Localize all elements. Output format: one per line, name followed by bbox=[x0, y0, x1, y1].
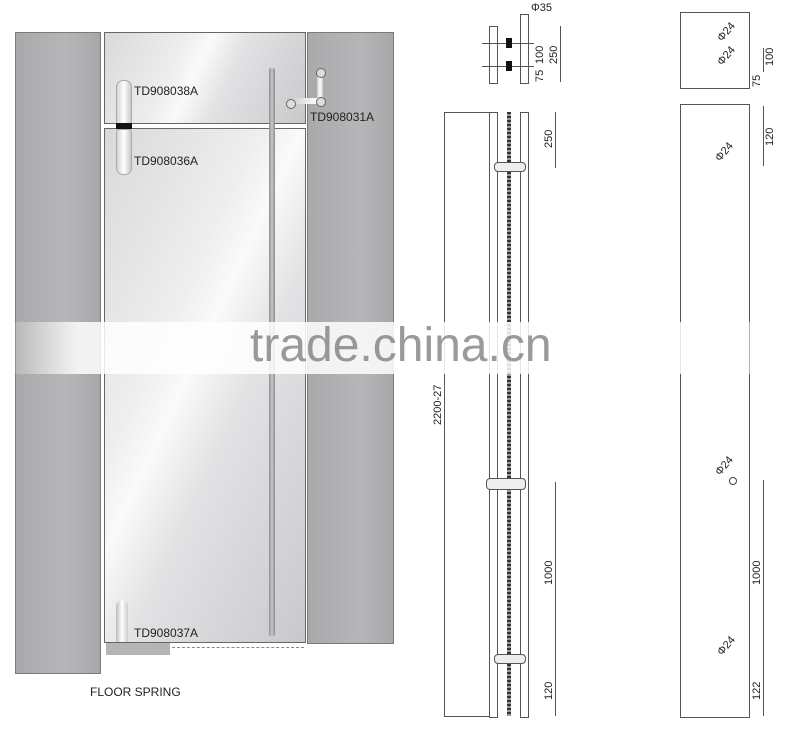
glass-edge-right bbox=[520, 112, 529, 718]
side-fitting-bar bbox=[317, 72, 323, 102]
overall-height-line bbox=[444, 112, 445, 716]
mount-bracket bbox=[494, 162, 526, 172]
hinge-clamp-icon bbox=[116, 123, 132, 129]
mid-hinge-icon bbox=[116, 129, 132, 175]
detail-clamp-icon bbox=[506, 61, 512, 71]
fitting-bolt-icon bbox=[286, 99, 296, 109]
detail-clamp-icon bbox=[506, 38, 512, 48]
top-offset-label: 250 bbox=[543, 129, 555, 148]
bottom-hole-offset-label: 122 bbox=[751, 681, 763, 700]
bottom-offset-label: 120 bbox=[543, 681, 555, 700]
dim-line bbox=[763, 480, 764, 658]
fitting-bolt-icon bbox=[316, 68, 326, 78]
door-leaf-panel bbox=[104, 128, 306, 643]
mount-bracket bbox=[494, 654, 526, 664]
watermark-text: trade.china.cn bbox=[250, 319, 552, 372]
top-hole-offset-label: 120 bbox=[764, 127, 776, 146]
dim-line bbox=[560, 26, 561, 82]
glass-edge-left bbox=[489, 112, 498, 718]
watermark-band bbox=[0, 322, 800, 374]
dim-250-label: 250 bbox=[548, 45, 560, 64]
dim-75-label: 75 bbox=[751, 74, 763, 87]
mid-hinge-label: TD908036A bbox=[134, 154, 199, 168]
detail-right-post bbox=[520, 14, 529, 84]
top-hinge-icon bbox=[116, 80, 132, 126]
handle-rod bbox=[507, 112, 511, 716]
bottom-pivot-label: TD908037A bbox=[134, 626, 199, 640]
dim-line bbox=[555, 112, 556, 168]
dim-line bbox=[763, 658, 764, 716]
side-fitting-connector bbox=[292, 98, 318, 104]
dim-tick bbox=[444, 716, 490, 717]
diameter-label: Φ35 bbox=[531, 2, 553, 14]
floor-spring-label: FLOOR SPRING bbox=[90, 685, 181, 699]
floor-spring-box bbox=[106, 643, 170, 655]
hole-circle-icon bbox=[729, 477, 737, 485]
hole-detail-box bbox=[680, 12, 750, 89]
hole-spacing-label: 1000 bbox=[751, 560, 763, 585]
side-fitting-label: TD908031A bbox=[310, 110, 375, 124]
dim-line bbox=[555, 482, 556, 716]
detail-left-post bbox=[489, 26, 498, 84]
overall-height-label: 2200-27 bbox=[432, 384, 444, 425]
transom-panel bbox=[104, 32, 306, 124]
dim-100-label: 100 bbox=[534, 45, 546, 64]
fitting-bolt-icon bbox=[316, 97, 326, 107]
dim-tick bbox=[444, 112, 490, 113]
bottom-pivot-icon bbox=[116, 600, 128, 642]
floor-line-dashed bbox=[172, 647, 304, 648]
dim-line bbox=[763, 106, 764, 166]
dim-100-label: 100 bbox=[764, 47, 776, 66]
spacing-label: 1000 bbox=[543, 560, 555, 585]
mount-bracket bbox=[486, 478, 526, 490]
hole-layout-box bbox=[680, 104, 750, 718]
dim-line bbox=[763, 48, 764, 72]
top-hinge-label: TD908038A bbox=[134, 84, 199, 98]
dim-75-label: 75 bbox=[534, 69, 546, 82]
